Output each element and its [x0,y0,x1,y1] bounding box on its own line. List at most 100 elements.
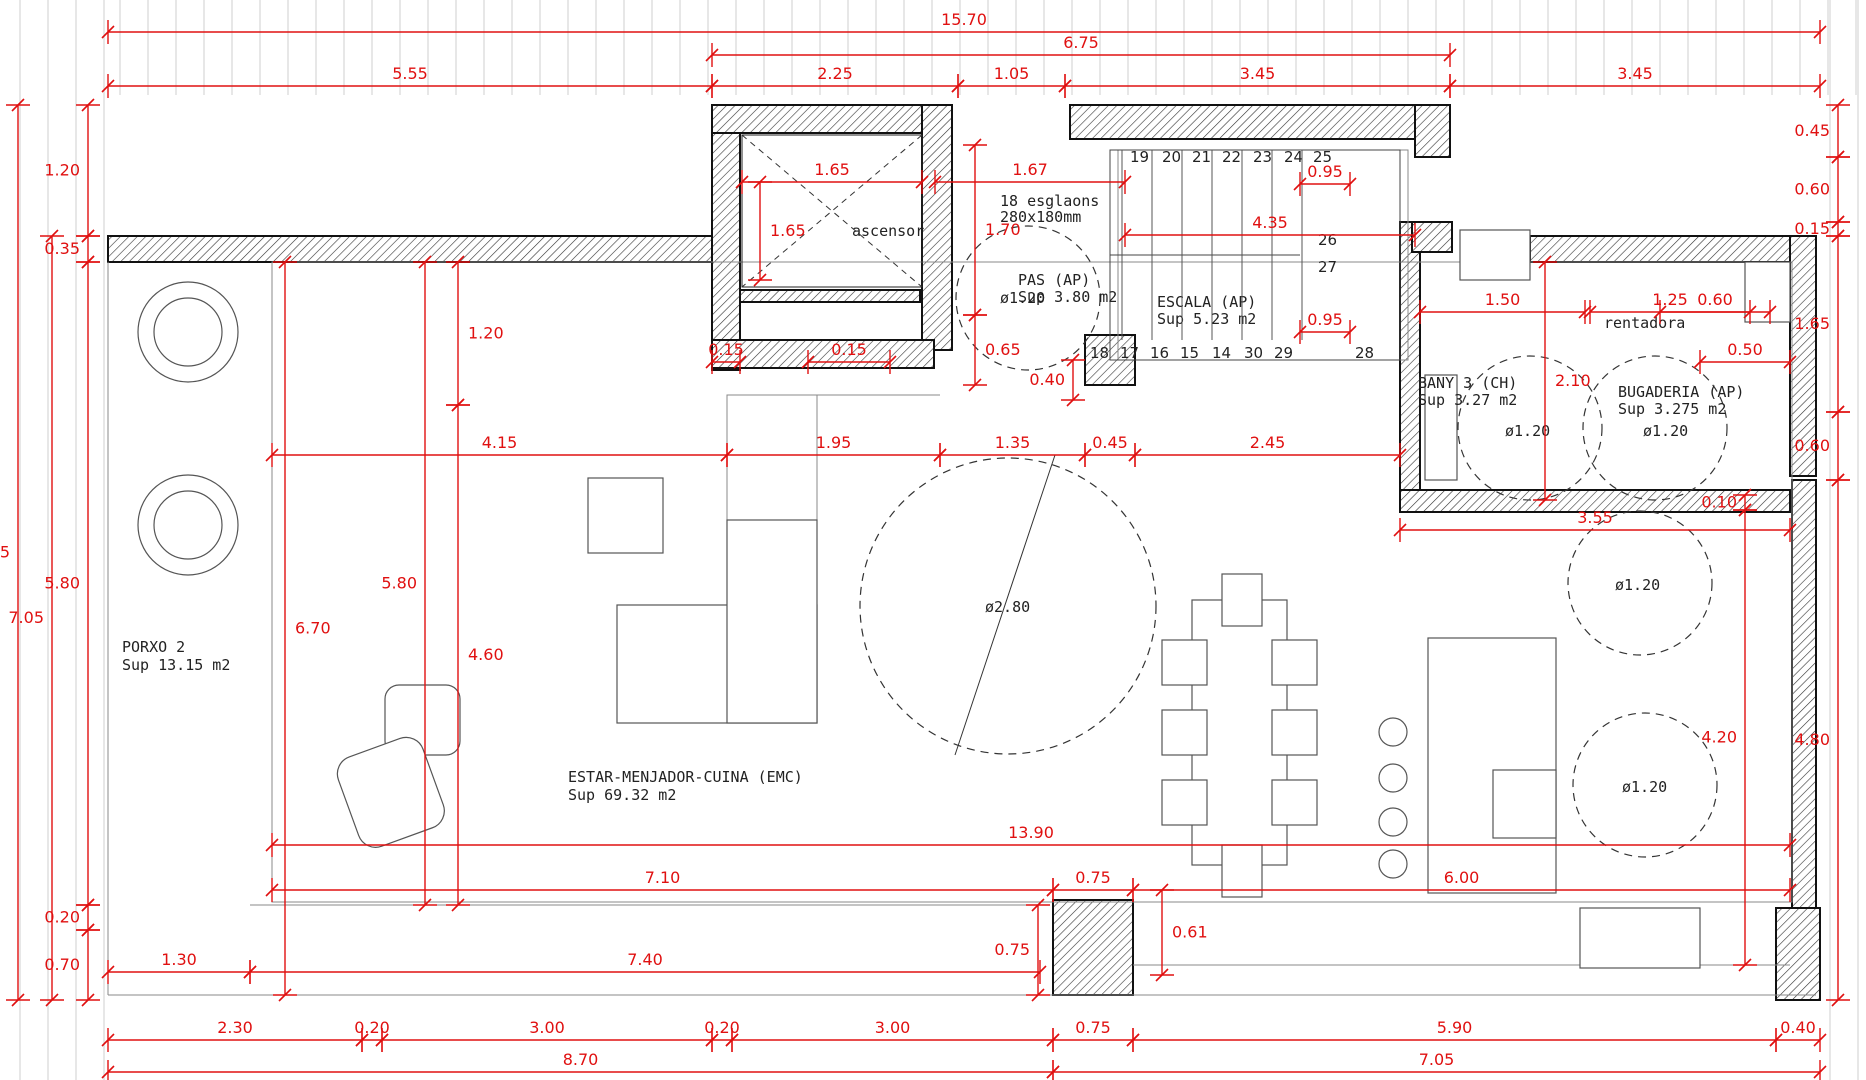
dimension-label: 1.95 [816,433,852,452]
side-table [587,477,664,554]
dimension-label: 0.40 [1029,370,1065,389]
dimension-label: 2.10 [1555,371,1591,390]
bathtub [1424,374,1458,481]
stair-step-number: 26 [1318,231,1337,249]
armchair [137,474,239,576]
dimension-label: 4.60 [468,645,504,664]
dimension-label: 5.80 [44,574,80,593]
dimension-label: 3.00 [529,1018,565,1037]
dimension-label: 1.30 [161,950,197,969]
dimension-label: 1.70 [985,220,1021,239]
wall-elevator-left [711,104,741,371]
dimension-label: 4.80 [1794,730,1830,749]
dimension-label: 5.55 [392,64,428,83]
dimension-label: 0.40 [1780,1018,1816,1037]
room-name: BUGADERIA (AP) [1618,383,1744,401]
stool [1378,763,1408,793]
chair [1271,709,1318,756]
wall-stair-top [1069,104,1451,140]
dimension-label: 0.20 [354,1018,390,1037]
dimension-label: 0.95 [1307,310,1343,329]
dimension-label: 3.45 [1240,64,1276,83]
dimension-label: 0.20 [44,908,80,927]
stair-step-number: 28 [1355,344,1374,362]
cooktop [1492,769,1557,839]
elevator-label: ascensor [852,222,924,240]
stair-step-number: 30 [1244,344,1263,362]
dimension-label: 6.00 [1444,868,1480,887]
stair-step-number: 15 [1180,344,1199,362]
wall-elevator-bottom [711,339,935,369]
dimension-label: 5.90 [1437,1018,1473,1037]
lounge-chair [336,736,445,848]
stair-step-number: 29 [1274,344,1293,362]
room-area: Sup 3.80 m2 [1018,288,1117,306]
stair-step-number: 16 [1150,344,1169,362]
dimension-label: 13.90 [1008,823,1054,842]
chair [1271,639,1318,686]
dimension-label: 2.30 [217,1018,253,1037]
stair-step-number: 25 [1313,148,1332,166]
dimension-label: 8.70 [563,1050,599,1069]
dimension-label: 1.25 [1652,290,1688,309]
stair-step-number: 27 [1318,258,1337,276]
dimension-label: 4.15 [482,433,518,452]
stair-step-number: 19 [1130,148,1149,166]
dimension-label: 7.10 [645,868,681,887]
dimension-label: 1.35 [995,433,1031,452]
circle-label: ø1.20 [1615,576,1660,594]
dimension-label: 0.35 [44,239,80,258]
wall-bath-bottom [1399,489,1791,513]
room-area: Sup 69.32 m2 [568,786,676,804]
circle-label: ø1.20 [1505,422,1550,440]
dimension-label: 0.61 [1172,923,1208,942]
dimension-label: 0.50 [1727,340,1763,359]
room-name: ESCALA (AP) [1157,293,1256,311]
stairs-note: 280x180mm [1000,208,1081,226]
column-south [1052,899,1134,996]
room-name: PORXO 2 [122,638,185,656]
dimensions: 15.706.755.552.251.053.453.458.257.055.8… [0,10,1850,1080]
dimension-label: 0.15 [1794,219,1830,238]
stairs-note: 18 esglaons [1000,192,1099,210]
chair [1161,709,1208,756]
dimension-label: 1.65 [770,221,806,240]
room-area: Sup 13.15 m2 [122,656,230,674]
room-area: Sup 3.27 m2 [1418,391,1517,409]
dimension-label: 2.25 [817,64,853,83]
dimension-label: 0.75 [1075,1018,1111,1037]
dimension-label: 0.20 [704,1018,740,1037]
room-area: Sup 5.23 m2 [1157,310,1256,328]
wall-east [1789,235,1817,477]
wall-bath-left [1399,221,1421,513]
wall-laundry-top [1529,235,1817,263]
chair [1221,844,1263,898]
stairs [1109,149,1401,361]
dimension-label: 0.45 [1092,433,1128,452]
dimension-label: 6.75 [1063,33,1099,52]
circle-label: ø1.20 [1622,778,1667,796]
stair-step-number: 21 [1192,148,1211,166]
kitchen-counter [1579,907,1701,969]
room-name: ESTAR-MENJADOR-CUINA (EMC) [568,768,803,786]
paving-grid [19,0,1859,1080]
armchair [137,281,239,383]
dimension-label: 4.20 [1701,728,1737,747]
wall-stair-right [1414,104,1451,158]
stair-step-number: 18 [1090,344,1109,362]
dining-table [1191,599,1288,866]
turning-circles: ø1.20 ø2.80 ø1.20 ø1.20 ø1.20 ø1.20 [859,225,1728,858]
dimension-label: 0.60 [1794,180,1830,199]
circle-label: ø1.20 [1643,422,1688,440]
dimension-label: 0.60 [1697,290,1733,309]
dimension-label: 2.45 [1250,433,1286,452]
dimension-label: 0.45 [1794,121,1830,140]
stool [1378,849,1408,879]
chair [1221,573,1263,627]
wall-porch-top [107,235,724,263]
stool [1378,807,1408,837]
furniture [137,229,1791,969]
dimension-label: 8.25 [0,543,10,562]
